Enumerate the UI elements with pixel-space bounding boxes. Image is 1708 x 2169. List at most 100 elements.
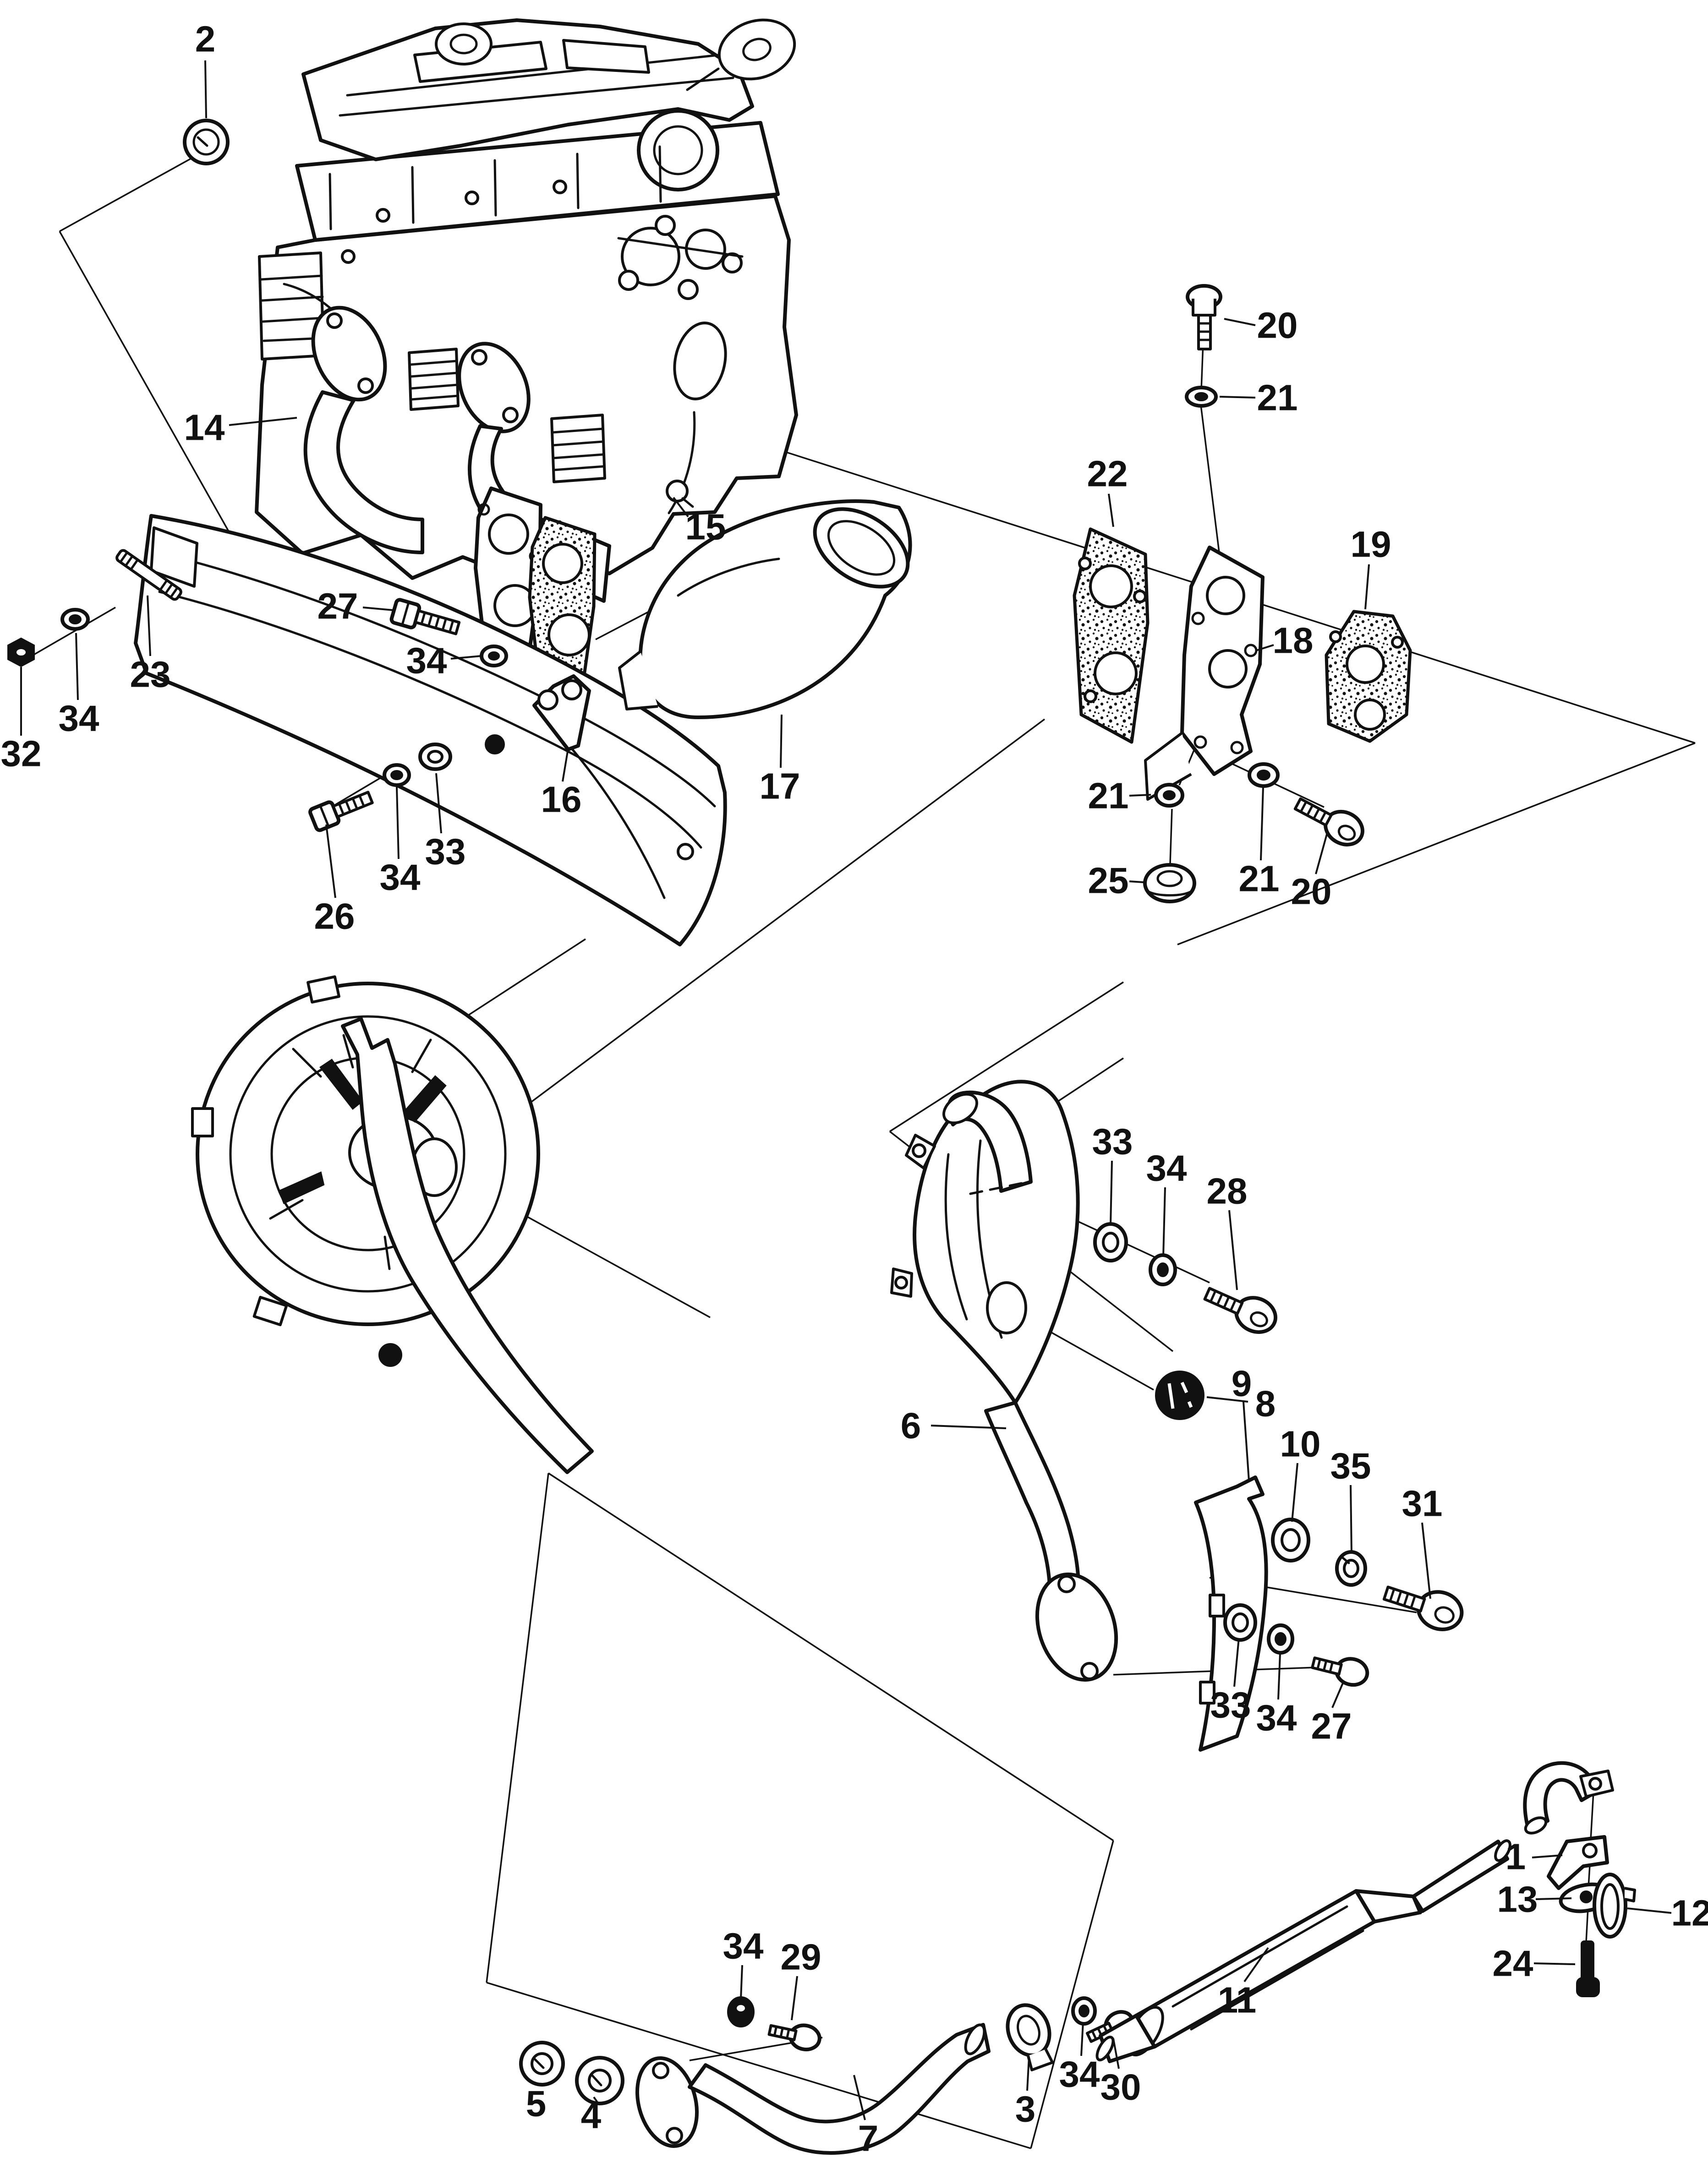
- callout-leader-27: [362, 606, 394, 611]
- pipe-part7: [635, 2023, 991, 2155]
- muffler-part6: [890, 1080, 1118, 1682]
- callout-leader-4: [593, 2096, 599, 2104]
- callout-label-30-41: 30: [1100, 2067, 1141, 2108]
- callout-label-10-28: 10: [1280, 1424, 1321, 1464]
- bolt-part24: [1576, 1940, 1600, 1997]
- callout-leader-34: [75, 633, 79, 700]
- outlet-flange: [1035, 1572, 1118, 1682]
- callout-leader-23: [147, 595, 151, 656]
- callout-leader-18: [1256, 644, 1274, 651]
- callout-label-35-29: 35: [1330, 1446, 1371, 1486]
- callout-leader-34: [396, 787, 400, 859]
- callout-leader-27: [1331, 1682, 1344, 1708]
- callout-leader-15: [673, 497, 689, 518]
- washer-33-muffler: [1093, 1222, 1128, 1262]
- callout-label-31-30: 31: [1402, 1483, 1443, 1524]
- callout-leader-28: [1228, 1210, 1238, 1290]
- callout-leader-34: [1162, 1187, 1166, 1257]
- washer-34-coupling: [1071, 1996, 1097, 2026]
- timing-cover-hole: [673, 322, 727, 400]
- callout-label-1-43: 1: [1505, 1836, 1526, 1877]
- callout-leader-16: [562, 748, 569, 782]
- callout-label-34-9: 34: [59, 698, 99, 739]
- callout-leader-1: [1532, 1854, 1563, 1858]
- callout-leader-34: [1080, 2021, 1084, 2056]
- callout-label-27-33: 27: [1311, 1706, 1352, 1747]
- callout-label-4-37: 4: [581, 2095, 602, 2136]
- callout-leader-19: [1364, 564, 1370, 610]
- callout-label-34-12: 34: [406, 640, 447, 681]
- nut-part32: [7, 637, 35, 667]
- callout-label-5-36: 5: [526, 2083, 547, 2124]
- callout-leader-20: [1224, 318, 1256, 326]
- grommet-part8: [1155, 1371, 1204, 1420]
- muffler-face-hole: [986, 1281, 1027, 1334]
- release-fork: [341, 1017, 594, 1474]
- callout-leader-33: [435, 773, 442, 834]
- gasket-part22: [1073, 527, 1150, 744]
- callout-label-20-21: 20: [1291, 871, 1332, 912]
- callout-leader-14: [229, 417, 297, 426]
- callout-label-2-0: 2: [195, 19, 216, 60]
- callout-label-34-23: 34: [1146, 1148, 1187, 1189]
- callout-leader-31: [1421, 1522, 1431, 1599]
- callout-leader-5: [538, 2082, 542, 2086]
- callout-label-26-15: 26: [314, 896, 355, 937]
- callout-leader-7: [853, 2075, 866, 2120]
- callout-label-34-40: 34: [1059, 2054, 1100, 2095]
- callout-label-8-25: 8: [1255, 1383, 1276, 1424]
- washer-34-muffler: [1149, 1253, 1177, 1286]
- callout-leader-13: [1535, 1897, 1572, 1900]
- washer-part10: [1271, 1518, 1310, 1563]
- callout-label-22-3: 22: [1087, 453, 1128, 494]
- callout-label-32-10: 32: [1, 733, 42, 774]
- nut-34-lower-left: [383, 763, 411, 787]
- silencer-part11: [1095, 1761, 1614, 2063]
- callout-leader-11: [1243, 1947, 1269, 1983]
- mount-rubber-part25: [1143, 863, 1196, 903]
- callout-leader-8: [1206, 1396, 1248, 1403]
- callout-leader-34: [450, 655, 482, 660]
- callout-label-15-2: 15: [685, 507, 726, 547]
- callout-label-25-19: 25: [1088, 860, 1129, 901]
- bolt-part31: [1382, 1585, 1464, 1631]
- callout-label-7-38: 7: [858, 2118, 879, 2159]
- washer-34-upper: [480, 645, 508, 667]
- washer-21-mid: [1154, 783, 1184, 808]
- bolt-part26: [308, 791, 374, 832]
- callout-leader-34: [1277, 1653, 1281, 1700]
- bolt-part28: [1203, 1287, 1277, 1334]
- callout-leader-35: [1350, 1485, 1352, 1554]
- callout-leader-21: [1260, 787, 1264, 861]
- pipe-bracket-part18: [1144, 546, 1265, 801]
- callout-label-6-26: 6: [901, 1405, 921, 1446]
- callout-label-21-5: 21: [1257, 377, 1298, 418]
- callout-label-33-17: 33: [425, 831, 466, 872]
- ring-part5: [519, 2041, 565, 2087]
- callout-label-34-32: 34: [1256, 1698, 1297, 1738]
- washer-34-left: [60, 608, 90, 631]
- hanger-ring-part12: [1593, 1873, 1636, 1939]
- seal-ring-part2: [183, 119, 230, 165]
- callout-leader-26: [325, 824, 336, 898]
- callout-leader-34: [740, 1965, 743, 2000]
- bolt-27-stay: [1311, 1656, 1369, 1687]
- callout-label-18-7: 18: [1273, 620, 1314, 661]
- washer-33-left: [418, 743, 452, 771]
- ring-part4: [575, 2056, 624, 2105]
- oil-filler-cap: [637, 109, 719, 191]
- front-pipe-part17: [618, 499, 912, 719]
- callout-leader-22: [1108, 493, 1114, 527]
- callout-label-9-27: 9: [1232, 1363, 1252, 1404]
- callout-label-34-16: 34: [380, 857, 421, 898]
- callout-leader-3: [1026, 2056, 1030, 2091]
- callout-label-20-4: 20: [1257, 305, 1298, 346]
- callout-leader-25: [1129, 880, 1144, 883]
- callout-label-13-44: 13: [1497, 1879, 1538, 1920]
- washer-21-top: [1185, 386, 1218, 408]
- callout-label-11-42: 11: [1218, 1980, 1257, 2021]
- coupling-part3: [1006, 2003, 1054, 2071]
